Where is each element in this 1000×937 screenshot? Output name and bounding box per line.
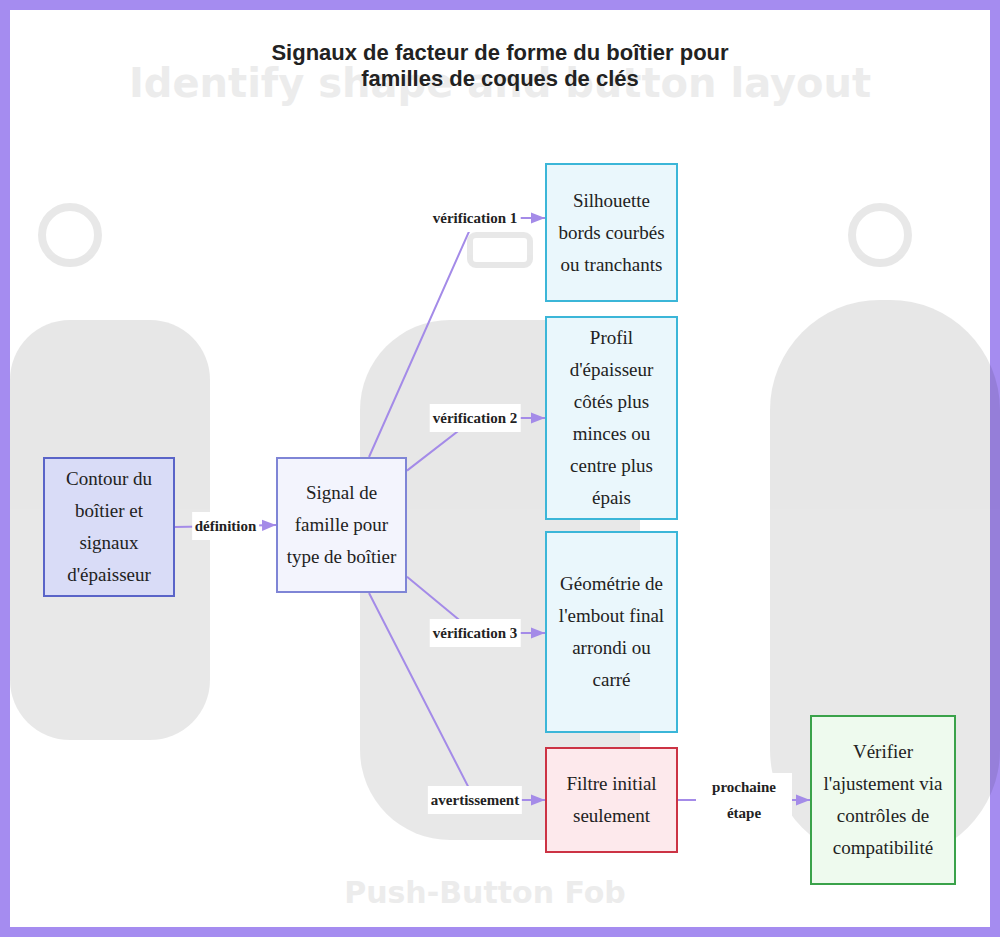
diagram-title: Signaux de facteur de forme du boîtier p… [250,40,750,92]
box-text: Contour du boîtier et signaux d'épaisseu… [53,463,165,591]
process-box: Contour du boîtier et signaux d'épaisseu… [43,457,175,597]
smart-key-icon [852,207,908,263]
blade-key-shape [10,320,210,740]
process-box: Signal de famille pour type de boîtier [276,457,407,593]
process-box: Silhouette bords courbés ou tranchants [545,163,678,302]
process-box: Profil d'épaisseur côtés plus minces ou … [545,316,678,520]
connector-arrow [369,593,545,800]
box-text: Filtre initial seulement [555,768,668,832]
connector-arrow [369,218,545,457]
watermark-text: Push-Button Fob [344,875,626,910]
process-box: Géométrie de l'embout final arrondi ou c… [545,531,678,733]
edge-label: définition [192,512,260,540]
box-text: Profil d'épaisseur côtés plus minces ou … [555,322,668,514]
box-text: Signal de famille pour type de boîtier [286,477,397,573]
key-icon [42,207,98,263]
fob-icon [470,235,530,265]
edge-label: vérification 3 [430,619,521,647]
edge-label: vérification 2 [430,404,521,432]
edge-label: prochaine étape [696,773,792,827]
box-text: Géométrie de l'embout final arrondi ou c… [555,568,668,696]
box-text: Silhouette bords courbés ou tranchants [555,185,668,281]
process-box: Vérifier l'ajustement via contrôles de c… [810,715,956,885]
box-text: Vérifier l'ajustement via contrôles de c… [820,736,946,864]
edge-label: vérification 1 [430,204,521,232]
process-box: Filtre initial seulement [545,747,678,853]
edge-label: avertissement [428,786,522,814]
